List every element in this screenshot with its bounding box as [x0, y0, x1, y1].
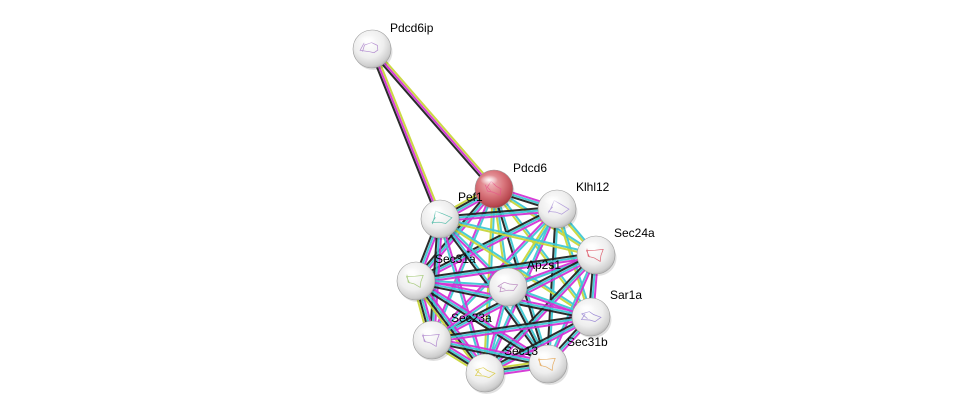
edge-strand — [371, 48, 441, 220]
node-highlight — [582, 241, 600, 251]
node-label-klhl12: Klhl12 — [576, 180, 610, 194]
protein-nodes: Pdcd6ip Pdcd6 Klhl12 Pef1 Sec24a Sec31a … — [352, 21, 655, 395]
edge-strand — [484, 316, 592, 374]
protein-structure-icon — [485, 180, 502, 196]
node-sec31b[interactable]: Sec31b — [528, 335, 608, 386]
node-pdcd6ip[interactable]: Pdcd6ip — [352, 21, 434, 71]
node-sphere[interactable] — [420, 199, 460, 239]
node-highlight — [418, 326, 436, 336]
edge-strand — [369, 48, 439, 221]
node-label-pdcd6ip: Pdcd6ip — [390, 21, 434, 35]
edge-strand — [430, 313, 592, 339]
node-label-sec31a: Sec31a — [435, 252, 476, 266]
node-sphere[interactable] — [465, 353, 505, 393]
edge-strand — [439, 208, 558, 220]
edge-strand — [414, 251, 597, 280]
edge-strand — [371, 48, 495, 190]
edge-strand — [439, 210, 559, 223]
edge-strand — [416, 210, 559, 284]
node-sphere[interactable] — [352, 29, 392, 69]
edge-strand — [415, 280, 549, 365]
protein-structure-icon — [431, 210, 453, 225]
node-highlight — [534, 350, 552, 360]
node-pdcd6[interactable]: Pdcd6 — [474, 161, 547, 211]
node-sec23a[interactable]: Sec23a — [412, 311, 492, 362]
node-highlight — [543, 195, 561, 205]
node-label-pdcd6: Pdcd6 — [513, 161, 547, 175]
edge-sec23a-sec31b — [430, 336, 550, 368]
node-sphere[interactable] — [396, 261, 436, 301]
edge-strand — [485, 317, 593, 376]
protein-structure-icon — [474, 367, 496, 378]
protein-structure-icon — [580, 311, 602, 322]
edge-strand — [438, 205, 558, 218]
node-sphere[interactable] — [576, 235, 616, 275]
edge-klhl12-pef1 — [438, 205, 559, 223]
node-highlight — [402, 267, 420, 277]
node-highlight — [471, 359, 489, 369]
node-klhl12[interactable]: Klhl12 — [537, 180, 610, 231]
node-sar1a[interactable]: Sar1a — [571, 288, 642, 339]
edge-strand — [483, 314, 591, 373]
edge-strand — [438, 219, 597, 258]
edge-sar1a-sec13 — [483, 314, 593, 376]
edge-pef1-sec24a — [438, 216, 598, 258]
node-ap2s1[interactable]: Ap2s1 — [488, 258, 561, 309]
node-highlight — [426, 205, 444, 215]
edge-strand — [431, 339, 549, 365]
edge-strand — [431, 318, 593, 344]
edge-sar1a-sec23a — [430, 313, 593, 344]
edge-pdcd6ip-pdcd6 — [369, 46, 497, 192]
edge-strand — [430, 341, 549, 368]
node-highlight — [358, 35, 376, 45]
edge-strand — [431, 316, 592, 341]
node-sec31a[interactable]: Sec31a — [396, 252, 476, 303]
node-sec13[interactable]: Sec13 — [465, 344, 538, 395]
node-label-sec23a: Sec23a — [451, 311, 492, 325]
node-label-ap2s1: Ap2s1 — [527, 258, 561, 272]
node-label-sec13: Sec13 — [504, 344, 538, 358]
node-highlight — [577, 303, 595, 313]
node-label-sec31b: Sec31b — [567, 335, 608, 349]
edge-strand — [439, 216, 598, 255]
node-sec24a[interactable]: Sec24a — [576, 226, 655, 277]
node-label-sec24a: Sec24a — [614, 226, 655, 240]
edge-strand — [431, 336, 550, 363]
node-label-sar1a: Sar1a — [610, 288, 642, 302]
node-pef1[interactable]: Pef1 — [420, 190, 483, 241]
node-highlight — [480, 175, 498, 185]
protein-structure-icon — [497, 281, 519, 293]
edge-strand — [493, 187, 593, 318]
node-sphere[interactable] — [571, 297, 611, 337]
node-highlight — [494, 273, 512, 283]
edge-pdcd6ip-pef1 — [369, 47, 443, 221]
edge-strand — [372, 46, 497, 189]
node-sphere[interactable] — [537, 189, 577, 229]
edge-strand — [373, 47, 443, 220]
edge-strand — [369, 49, 494, 192]
node-sphere[interactable] — [412, 320, 452, 360]
node-label-pef1: Pef1 — [458, 190, 483, 204]
node-sphere[interactable] — [488, 267, 528, 307]
